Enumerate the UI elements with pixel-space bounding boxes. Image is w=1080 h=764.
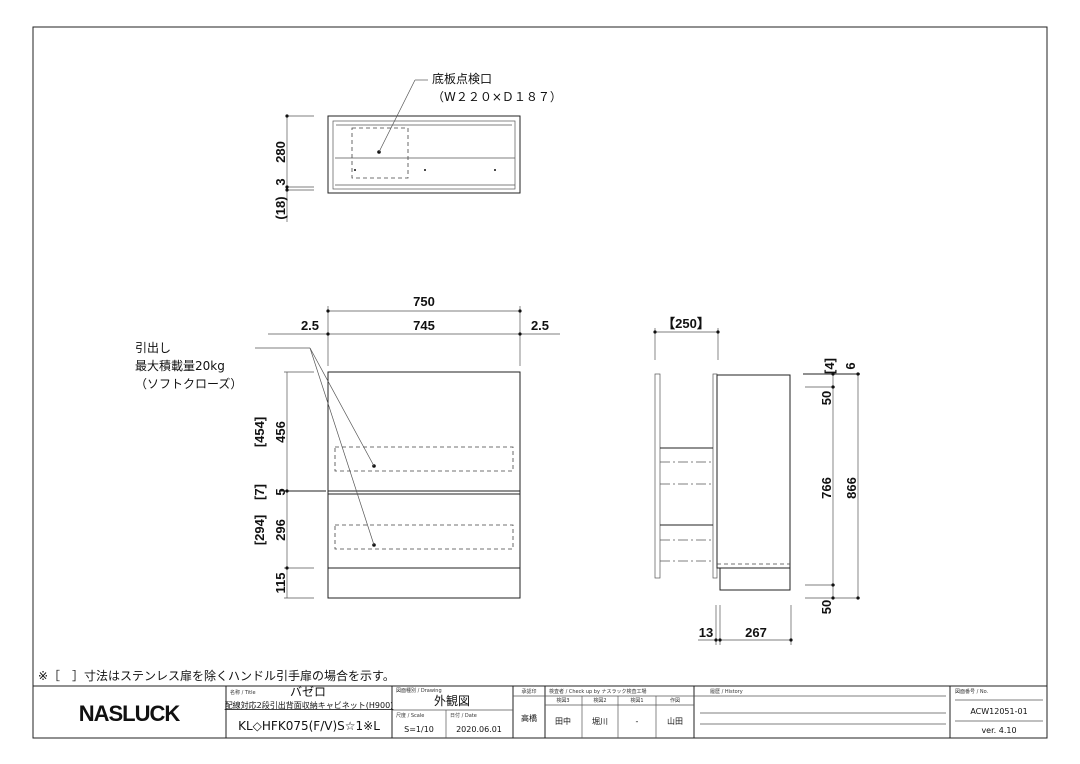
dim-456: 456 — [273, 421, 288, 443]
nasluck-logo: NASLUCK — [79, 701, 181, 726]
dim-866: 866 — [844, 477, 859, 499]
dim-250: 【250】 — [662, 316, 710, 331]
approval-stamp: 高橋 — [521, 713, 537, 723]
dim-13: 13 — [699, 625, 713, 640]
dim-2-5-left: 2.5 — [301, 318, 319, 333]
dim-454: [454] — [252, 417, 267, 447]
dim-267: 267 — [745, 625, 767, 640]
dim-3: 3 — [273, 178, 288, 185]
dim-50-bottom: 50 — [819, 600, 834, 614]
approval-label: 承認印 — [521, 688, 536, 695]
dim-115: 115 — [273, 573, 288, 594]
check1-value: - — [636, 717, 639, 726]
dim-280: 280 — [273, 141, 288, 163]
model-number: KL◇HFK075(F/V)S☆1※L — [238, 719, 380, 733]
dim-294: [294] — [252, 515, 267, 545]
drafter-label: 作図 — [670, 697, 680, 704]
check-label: 検査者 / Check up by ナスラック検査工場 — [549, 688, 647, 695]
top-view: 底板点検口 （W２２０×Ｄ１８７） 280 3 (18) — [273, 71, 562, 222]
title-block: NASLUCK 名称 / Title バゼロ 配線対応2段引出背面収納キャビネッ… — [33, 685, 1047, 738]
scale-label: 尺度 / Scale — [396, 712, 424, 719]
check2-label: 検図2 — [593, 697, 606, 704]
version: ver. 4.10 — [981, 726, 1016, 735]
callout-soft-close: （ソフトクローズ） — [135, 376, 242, 391]
dim-4: [4] — [822, 358, 837, 374]
drawer-2-outline — [334, 524, 514, 550]
dim-766: 766 — [819, 477, 834, 499]
leader-line — [378, 79, 416, 153]
check3-value: 田中 — [555, 716, 571, 726]
dim-6: 6 — [843, 362, 858, 369]
drawing-label: 図面種別 / Drawing — [396, 687, 442, 694]
dim-745: 745 — [413, 318, 435, 333]
side-view: 【250】 [4] 6 50 766 866 50 13 267 — [653, 316, 860, 645]
dim-18: (18) — [273, 196, 288, 219]
inspection-opening — [351, 127, 409, 179]
dim-50-top: 50 — [819, 391, 834, 405]
callout-max-load: 最大積載量20kg — [135, 358, 225, 373]
title-value: バゼロ — [290, 685, 326, 699]
dim-750: 750 — [413, 294, 435, 309]
drawing-number: ACW12051-01 — [970, 707, 1027, 716]
callout-inspection-size: （W２２０×Ｄ１８７） — [432, 90, 562, 104]
callout-drawer: 引出し — [135, 341, 171, 355]
title-label: 名称 / Title — [230, 689, 256, 696]
dim-7: [7] — [252, 484, 267, 500]
dim-2-5-right: 2.5 — [531, 318, 549, 333]
dim-296: 296 — [273, 519, 288, 541]
drawer-1-outline — [334, 446, 514, 472]
check3-label: 検図3 — [556, 697, 569, 704]
number-label: 図面番号 / No. — [955, 688, 989, 695]
check2-value: 堀川 — [592, 717, 608, 726]
date-value: 2020.06.01 — [456, 725, 502, 734]
drafter-value: 山田 — [667, 716, 683, 726]
product-subtitle: 配線対応2段引出背面収納キャビネット(H900) — [225, 700, 394, 710]
date-label: 日付 / Date — [450, 712, 477, 719]
drawing-type: 外観図 — [434, 694, 470, 708]
scale-value: S=1/10 — [404, 725, 434, 734]
check1-label: 検図1 — [630, 697, 643, 704]
history-label: 履歴 / History — [710, 689, 743, 695]
front-view: 引出し 最大積載量20kg （ソフトクローズ） 750 745 2.5 2.5 … — [135, 294, 560, 599]
bracket-dimension-note: ※［ ］寸法はステンレス扉を除くハンドル引手扉の場合を示す。 — [38, 668, 395, 683]
sheet-border — [32, 26, 1048, 739]
dim-5: 5 — [273, 488, 288, 495]
callout-inspection: 底板点検口 — [432, 71, 492, 86]
